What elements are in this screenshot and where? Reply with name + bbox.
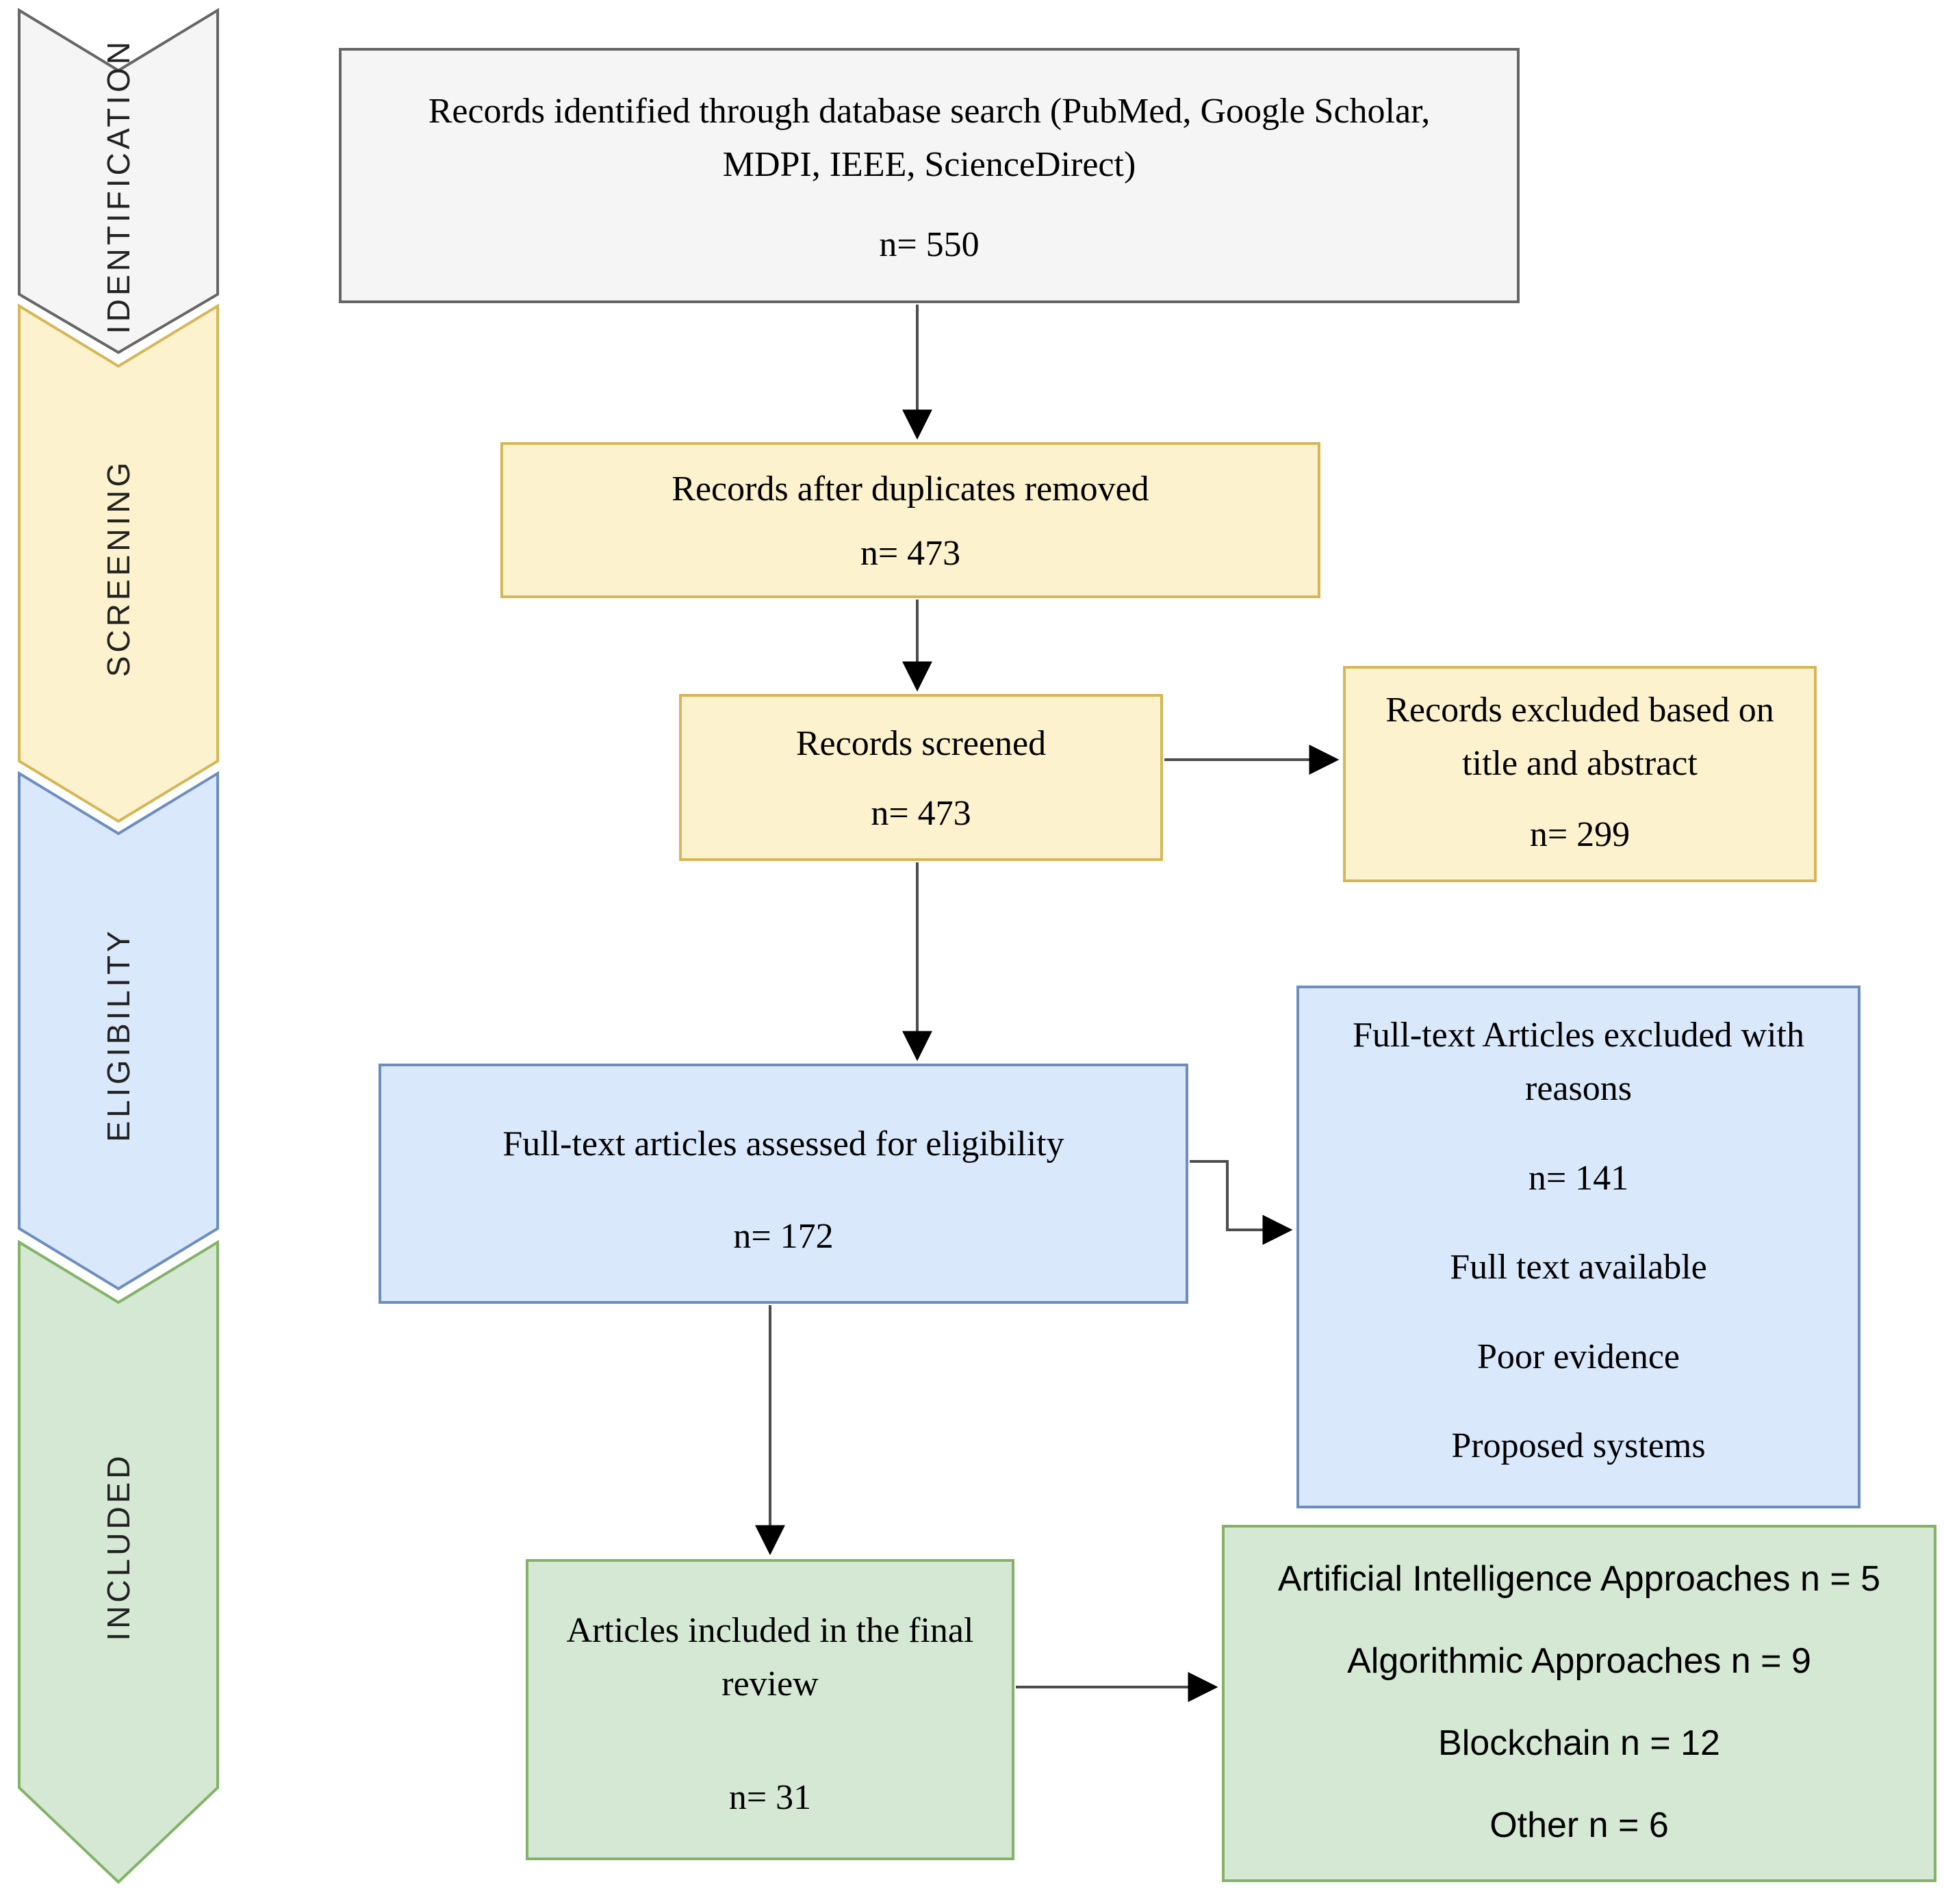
box-fulltext-excluded: Full-text Articles excluded with reasons… xyxy=(1296,986,1860,1508)
box-fulltext-assessed-count: n= 172 xyxy=(733,1217,834,1256)
box-fulltext-assessed: Full-text articles assessed for eligibil… xyxy=(379,1064,1188,1304)
box-fulltext-excluded-reason: Poor evidence xyxy=(1476,1337,1680,1376)
box-fulltext-excluded-reason: Proposed systems xyxy=(1451,1426,1706,1465)
box-duplicates-removed: Records after duplicates removed n= 473 xyxy=(500,442,1320,598)
box-records-screened: Records screened n= 473 xyxy=(679,694,1163,861)
box-fulltext-excluded-title: Full-text Articles excluded with reasons xyxy=(1353,1016,1804,1108)
box-duplicates-removed-count: n= 473 xyxy=(860,534,961,573)
box-included-categories: Artificial Intelligence Approaches n = 5… xyxy=(1222,1525,1936,1882)
stage-label-screening: SCREENING xyxy=(101,459,136,678)
box-records-excluded-text: Records excluded based on title and abst… xyxy=(1385,691,1774,783)
box-articles-included: Articles included in the final review n=… xyxy=(526,1559,1014,1860)
box-records-identified-text: Records identified through database sear… xyxy=(428,92,1431,184)
stage-label-eligibility: ELIGIBILITY xyxy=(101,927,136,1142)
box-records-identified: Records identified through database sear… xyxy=(339,48,1520,303)
box-records-excluded-count: n= 299 xyxy=(1529,815,1630,854)
category-item: Other n = 6 xyxy=(1489,1805,1669,1845)
box-fulltext-assessed-text: Full-text articles assessed for eligibil… xyxy=(502,1124,1064,1163)
box-articles-included-count: n= 31 xyxy=(728,1778,812,1817)
arrow-fulltext-to-excluded-reasons xyxy=(1190,1160,1293,1245)
box-fulltext-excluded-reason: Full text available xyxy=(1450,1248,1707,1287)
box-records-screened-text: Records screened xyxy=(795,724,1047,763)
category-item: Artificial Intelligence Approaches n = 5 xyxy=(1277,1559,1881,1599)
box-fulltext-excluded-count: n= 141 xyxy=(1528,1158,1629,1198)
stage-label-identification: IDENTIFICATION xyxy=(101,38,136,335)
box-duplicates-removed-text: Records after duplicates removed xyxy=(672,469,1149,509)
category-item: Algorithmic Approaches n = 9 xyxy=(1347,1641,1811,1681)
box-records-excluded: Records excluded based on title and abst… xyxy=(1343,666,1817,882)
box-records-screened-count: n= 473 xyxy=(871,794,971,833)
category-item: Blockchain n = 12 xyxy=(1438,1723,1720,1763)
box-records-identified-count: n= 550 xyxy=(879,225,980,264)
stage-label-included: INCLUDED xyxy=(101,1452,136,1641)
box-articles-included-text: Articles included in the final review xyxy=(566,1611,974,1703)
